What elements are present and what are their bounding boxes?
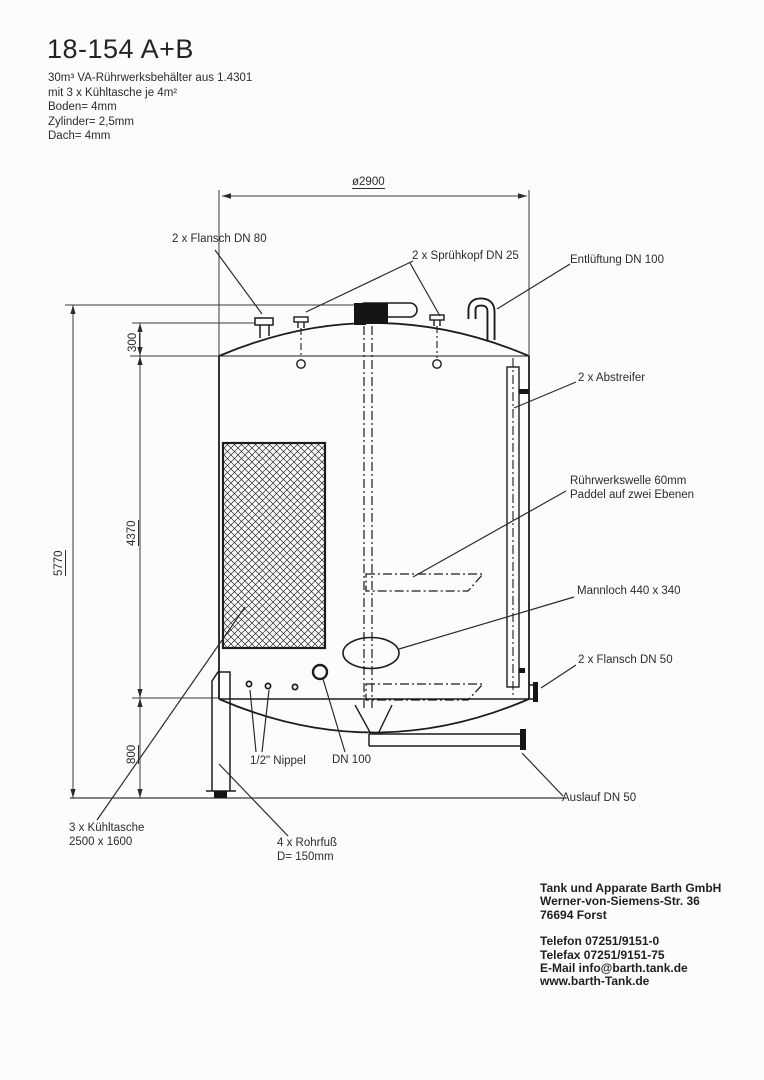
dim-total-height: 5770 [53, 550, 66, 576]
company-web: www.barth-Tank.de [540, 974, 650, 989]
tank-internals [221, 326, 529, 708]
company-name: Tank und Apparate Barth GmbH [540, 881, 722, 895]
leader-spruehkopf-right [409, 262, 441, 317]
label-entlueftung: Entlüftung DN 100 [570, 254, 664, 266]
label-ruehrwerkswelle: Rührwerkswelle 60mm Paddel auf zwei Eben… [570, 474, 694, 502]
spray-head-left [293, 316, 309, 369]
label-nippel: 1/2" Nippel [250, 755, 306, 767]
spec-line: Dach= 4mm [48, 130, 111, 143]
label-line: Rührwerkswelle 60mm [570, 475, 687, 487]
paddle-upper [365, 573, 485, 592]
label-mannloch: Mannloch 440 x 340 [577, 585, 681, 597]
company-city: 76694 Forst [540, 907, 607, 922]
leader-auslauf [521, 752, 564, 797]
leader-entlueftung [496, 263, 571, 310]
manhole [342, 636, 400, 670]
flange-dn50 [533, 682, 538, 702]
company-email: E-Mail info@barth.tank.de [540, 961, 688, 976]
spray-head-right [429, 314, 445, 369]
label-flansch-dn80: 2 x Flansch DN 80 [172, 233, 267, 245]
company-phone: Telefon 07251/9151-0 [540, 934, 660, 949]
leader-lines [96, 249, 577, 837]
leader-mannloch [398, 596, 575, 650]
bottom-fittings [206, 671, 538, 798]
dim-diameter: ø2900 [352, 176, 385, 189]
agitator-motor [354, 303, 388, 324]
vent-pipe [467, 297, 496, 340]
paddle-lower [365, 683, 485, 701]
leader-spruehkopf-left [305, 260, 414, 313]
dim-leg-height: 800 [126, 744, 139, 764]
company-block: Tank und Apparate Barth GmbH Werner-von-… [540, 881, 722, 989]
outlet-pipe [368, 733, 521, 747]
spec-line: Boden= 4mm [48, 101, 117, 114]
label-rohrfuss: 4 x Rohrfuß D= 150mm [277, 836, 337, 864]
label-line: 4 x Rohrfuß [277, 837, 338, 849]
agitator-motor-base [354, 320, 366, 325]
spec-line: Zylinder= 2,5mm [48, 115, 134, 128]
dimension-lines [65, 190, 566, 799]
flange-dn80-nozzle [254, 317, 274, 338]
dn100-nozzle [311, 663, 329, 681]
outlet-funnel [354, 704, 393, 735]
scraper [506, 358, 529, 697]
dim-cylinder-height: 4370 [126, 520, 139, 546]
label-spruehkopf: 2 x Sprühkopf DN 25 [412, 250, 519, 262]
leader-rohrfuss [218, 763, 289, 837]
label-kuehltasche: 3 x Kühltasche 2500 x 1600 [69, 821, 144, 849]
leader-flansch-dn80 [214, 249, 263, 315]
flange-dn50-stub [529, 684, 533, 700]
outlet-pipe-flange [520, 729, 526, 750]
roof-fittings [254, 297, 496, 369]
leader-nippel [249, 689, 270, 753]
label-abstreifer: 2 x Abstreifer [578, 372, 646, 384]
leader-dn100 [322, 678, 346, 753]
spec-line: mit 3 x Kühltasche je 4m² [48, 86, 178, 99]
dimension-arrows [70, 193, 527, 798]
label-line: 3 x Kühltasche [69, 822, 145, 834]
leader-ruehrwerkswelle [412, 490, 567, 578]
nipples [245, 680, 299, 691]
drawing-number: 18-154 A+B [47, 34, 194, 64]
company-street: Werner-von-Siemens-Str. 36 [540, 894, 700, 909]
spec-line: 30m³ VA-Rührwerksbehälter aus 1.4301 [48, 72, 253, 84]
label-line: 2500 x 1600 [69, 836, 133, 848]
leader-abstreifer [513, 381, 577, 409]
company-fax: Telefax 07251/9151-75 [540, 947, 665, 962]
label-flansch-dn50: 2 x Flansch DN 50 [578, 654, 673, 666]
tank-dished-bottom [218, 698, 530, 734]
tank-dome [218, 322, 530, 357]
label-line: D= 150mm [277, 851, 334, 863]
agitator-shaft [363, 326, 373, 708]
tank-body [218, 322, 530, 734]
label-dn100: DN 100 [332, 754, 371, 766]
label-line: Paddel auf zwei Ebenen [570, 489, 695, 501]
leader-flansch-dn50 [540, 664, 577, 689]
tank-leg [206, 671, 236, 798]
label-auslauf: Auslauf DN 50 [562, 792, 637, 804]
spec-block: 30m³ VA-Rührwerksbehälter aus 1.4301 mit… [48, 71, 252, 144]
leader-kuehltasche [96, 606, 246, 821]
dim-roof-height: 300 [127, 332, 140, 352]
